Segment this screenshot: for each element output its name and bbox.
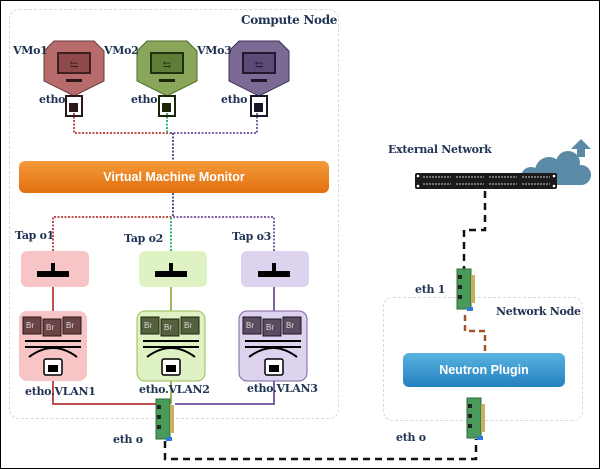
link-vlan1-eth0 (52, 381, 157, 405)
network-node-title: Network Node (496, 305, 581, 318)
bridge3-br3: Br (286, 321, 294, 330)
bridge2-br1: Br (144, 321, 152, 330)
link-vlan3-eth0 (175, 381, 275, 405)
bridge-squares (22, 316, 82, 337)
vlan2-label: etho.VLAN2 (139, 383, 210, 396)
svg-text:⇆: ⇆ (163, 60, 172, 71)
vm2-nic-label: etho (131, 93, 158, 106)
external-network-title: External Network (388, 143, 492, 156)
vm3-label: VMo3 (197, 44, 232, 57)
compute-node-title: Compute Node (241, 13, 338, 27)
link-tap1 (52, 216, 173, 251)
network-eth1-label: eth 1 (415, 283, 446, 296)
link-tap3 (173, 216, 275, 251)
tap2-label: Tap o2 (124, 232, 163, 245)
tap3-label: Tap o3 (232, 230, 271, 243)
link-vm3-hypervisor (169, 106, 258, 134)
virtual-machine-monitor: Virtual Machine Monitor (19, 161, 329, 193)
link-vm1-hypervisor (73, 106, 171, 134)
svg-text:⇆: ⇆ (255, 60, 264, 71)
bridge2-br3: Br (184, 321, 192, 330)
bridge3-br2: Br (266, 323, 274, 332)
svg-text:⇆: ⇆ (70, 60, 79, 71)
bridge1-br3: Br (66, 321, 74, 330)
vm-icons: ⇆ ⇆ ⇆ (43, 40, 290, 117)
vlan1-label: etho.VLAN1 (25, 385, 96, 398)
bridge1-br1: Br (26, 321, 34, 330)
neutron-plugin: Neutron Plugin (403, 353, 565, 387)
bridge2-br2: Br (164, 323, 172, 332)
vm2-label: VMo2 (104, 44, 139, 57)
vm1-label: VMo1 (13, 44, 48, 57)
bridge3-br1: Br (246, 321, 254, 330)
vlan3-label: etho.VLAN3 (247, 382, 318, 395)
vm1-nic-label: etho (39, 93, 66, 106)
network-eth0-label: eth o (396, 431, 426, 444)
nic-cards (155, 268, 485, 441)
link-eth0-network-node (163, 439, 478, 461)
switch-patch-panel-icon (415, 173, 557, 189)
bridge1-br2: Br (46, 323, 54, 332)
compute-eth0-label: eth o (113, 433, 143, 446)
link-eth1-external (462, 191, 487, 269)
link-eth1-plugin (463, 315, 487, 353)
tap1-label: Tap o1 (15, 229, 54, 242)
vm3-nic-label: etho (221, 93, 248, 106)
